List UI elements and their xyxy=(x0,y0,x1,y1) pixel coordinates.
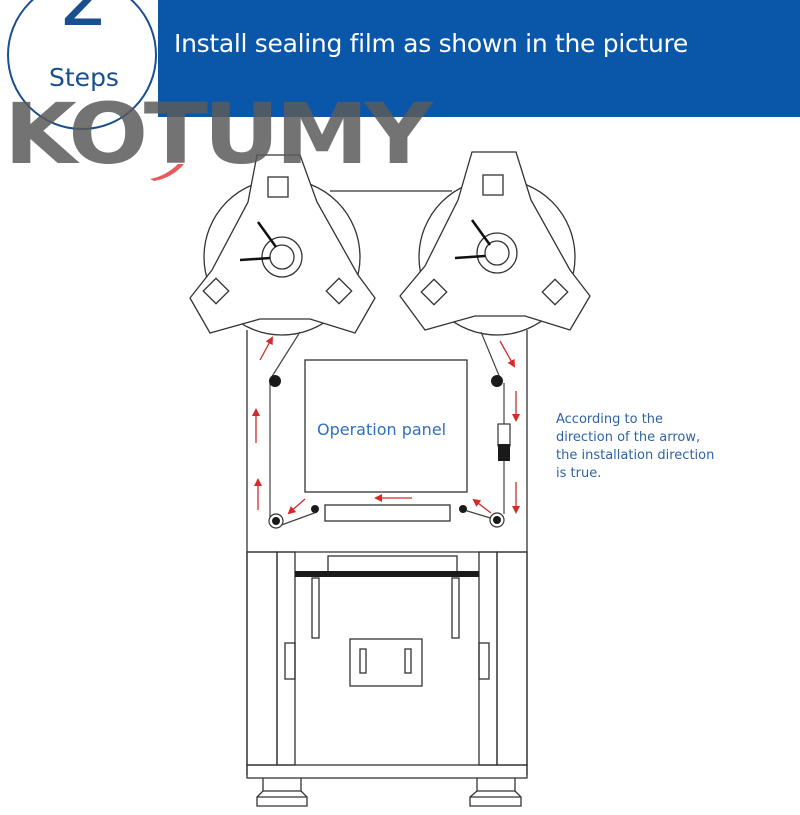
note-line: direction of the arrow, xyxy=(556,430,701,445)
brand-logo: KOTUMY xyxy=(4,85,433,183)
logo-accent-swoosh xyxy=(150,164,184,181)
left-film-reel xyxy=(189,154,376,336)
note-line: is true. xyxy=(556,466,602,481)
step-number: 2 xyxy=(9,0,159,38)
seal-bar xyxy=(295,571,479,577)
direction-arrows xyxy=(252,336,520,515)
note-line: the installation direction xyxy=(556,448,715,463)
note-line: According to the xyxy=(556,412,664,427)
banner-title: Install sealing film as shown in the pic… xyxy=(174,29,688,58)
title-banner: Install sealing film as shown in the pic… xyxy=(158,0,800,117)
step-badge: 2 Steps xyxy=(7,0,157,130)
step-label: Steps xyxy=(49,63,119,92)
instruction-note: According to the direction of the arrow,… xyxy=(556,411,714,483)
operation-panel-label: Operation panel xyxy=(317,420,447,439)
right-film-reel xyxy=(399,151,591,336)
